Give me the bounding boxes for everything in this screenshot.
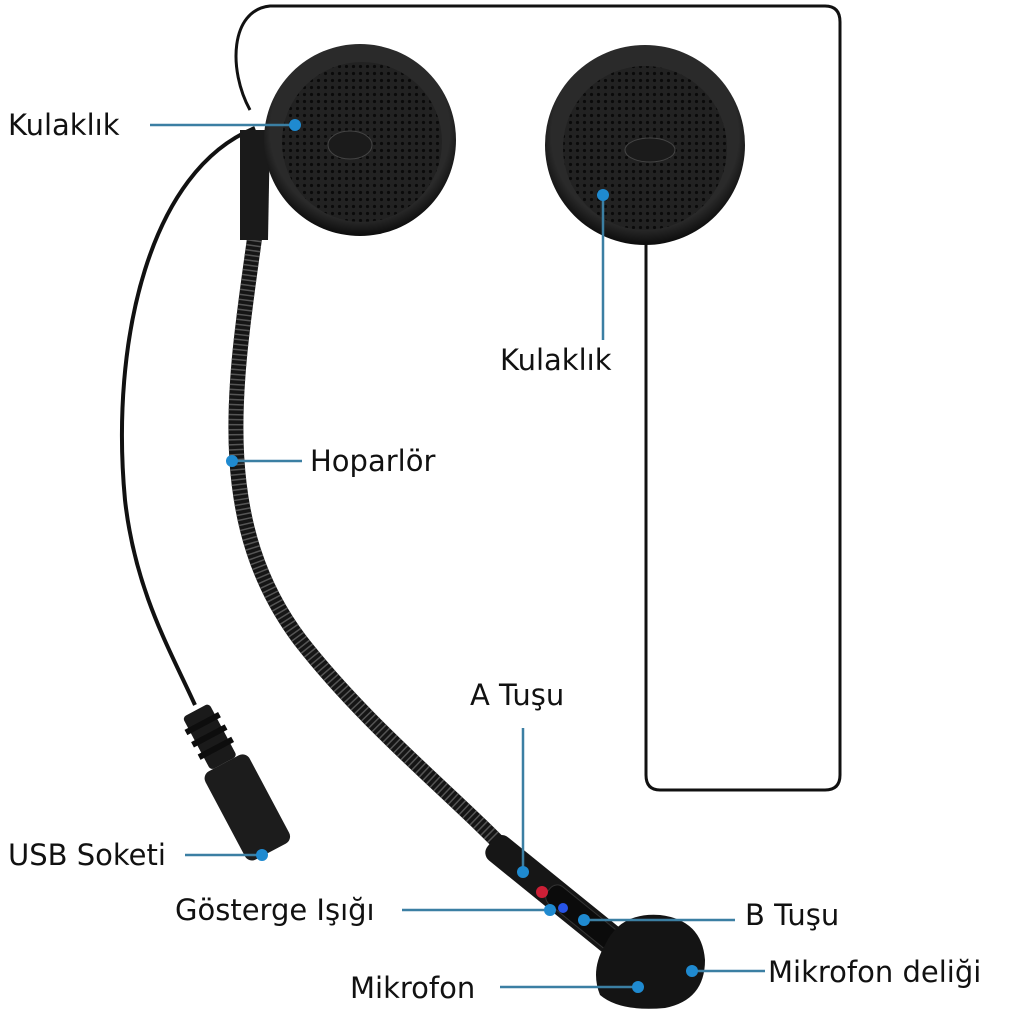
led-red	[536, 886, 548, 898]
label-speaker: Hoparlör	[310, 444, 436, 478]
usb-connector	[183, 704, 291, 861]
left-earphone	[264, 44, 456, 236]
label-indicator-light: Gösterge Işığı	[175, 893, 375, 927]
dot-microphone	[632, 981, 644, 993]
gooseneck-boom	[228, 227, 523, 868]
label-earphone-left: Kulaklık	[8, 108, 120, 142]
label-microphone-hole: Mikrofon deliği	[768, 955, 982, 989]
led-blue	[558, 903, 568, 913]
dot-mic-hole	[686, 965, 698, 977]
label-earphone-right: Kulaklık	[500, 343, 612, 377]
label-button-a: A Tuşu	[470, 678, 565, 712]
dot-earphone-left	[289, 119, 301, 131]
connecting-wire	[234, 4, 842, 792]
mic-foam	[596, 914, 705, 1009]
label-usb-socket: USB Soketi	[8, 838, 166, 872]
dot-speaker	[226, 455, 238, 467]
label-microphone: Mikrofon	[350, 971, 476, 1005]
right-earphone	[545, 45, 745, 245]
dot-indicator	[544, 904, 556, 916]
dot-button-a	[517, 866, 529, 878]
dot-earphone-right	[597, 189, 609, 201]
label-button-b: B Tuşu	[745, 898, 840, 932]
dot-usb	[256, 849, 268, 861]
dot-button-b	[578, 914, 590, 926]
usb-cable	[119, 126, 256, 706]
